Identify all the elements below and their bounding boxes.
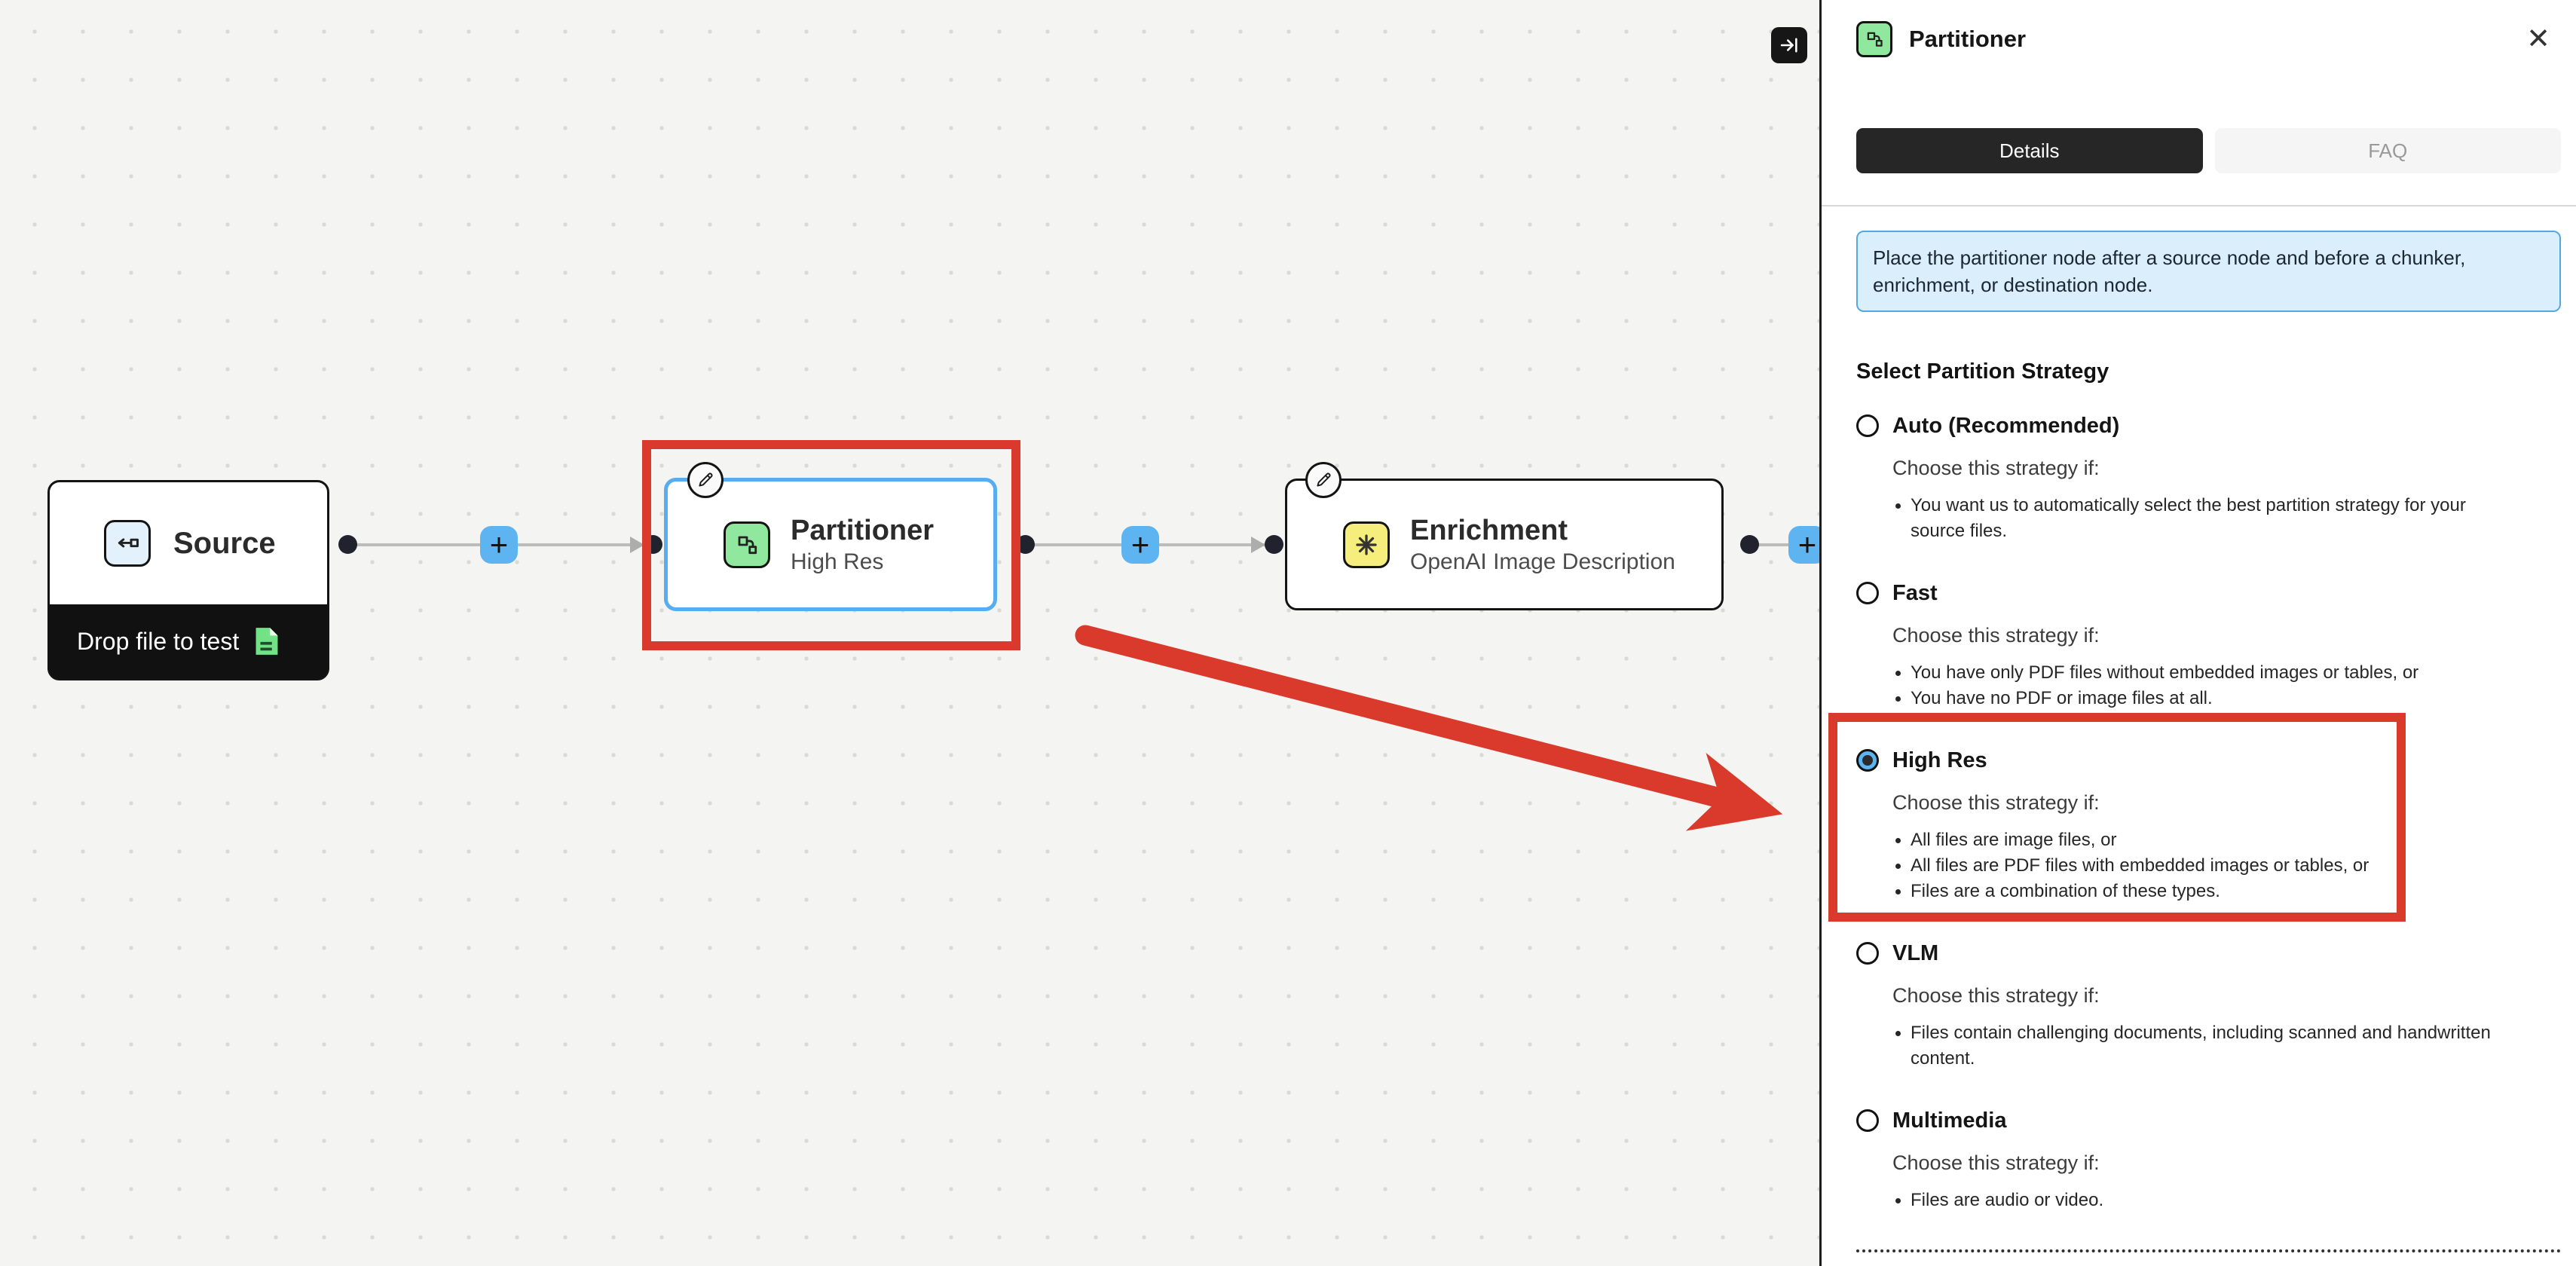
pencil-icon	[699, 472, 713, 487]
strategy-name: Fast	[1892, 581, 1938, 605]
source-icon	[104, 520, 151, 567]
strategy-option-multimedia: Multimedia Choose this strategy if: File…	[1856, 1108, 2561, 1213]
strategy-list: Auto (Recommended) Choose this strategy …	[1828, 413, 2561, 1213]
strategy-bullet: All files are PDF files with embedded im…	[1911, 853, 2506, 879]
strategy-name: High Res	[1892, 748, 1987, 772]
panel-header: Partitioner ✕	[1856, 21, 2561, 57]
strategy-bullet: You want us to automatically select the …	[1911, 493, 2506, 544]
strategy-row: High Res	[1856, 748, 2561, 773]
plus-icon: +	[1130, 527, 1150, 562]
strategy-bullet: Files are audio or video.	[1911, 1188, 2506, 1213]
strategy-bullets: You want us to automatically select the …	[1892, 493, 2561, 544]
close-icon: ✕	[2526, 23, 2550, 55]
source-node-title: Source	[173, 527, 276, 560]
strategy-name: Multimedia	[1892, 1109, 2007, 1133]
panel-title: Partitioner	[1909, 26, 2027, 52]
connection-handle[interactable]	[1740, 535, 1759, 554]
strategy-name: Auto (Recommended)	[1892, 414, 2120, 438]
collapse-panel-icon	[1780, 38, 1797, 53]
close-panel-button[interactable]: ✕	[2526, 25, 2550, 54]
strategy-heading: Select Partition Strategy	[1856, 359, 2109, 384]
edge-arrowhead-icon	[630, 537, 644, 553]
strategy-bullets: Files are audio or video.	[1892, 1188, 2561, 1213]
add-node-button[interactable]: +	[480, 526, 518, 564]
strategy-option-vlm: VLM Choose this strategy if: Files conta…	[1856, 940, 2561, 1072]
strategy-bullets: You have only PDF files without embedded…	[1892, 660, 2561, 711]
choose-label: Choose this strategy if:	[1892, 1151, 2100, 1174]
edge-arrowhead-icon	[1251, 537, 1265, 553]
strategy-bullet: All files are image files, or	[1911, 827, 2506, 853]
add-node-button[interactable]: +	[1121, 526, 1159, 564]
partitioner-node-subtitle: High Res	[791, 549, 884, 574]
choose-label: Choose this strategy if:	[1892, 791, 2100, 814]
radio-vlm[interactable]	[1856, 942, 1879, 965]
radio-auto[interactable]	[1856, 414, 1879, 437]
radio-fast[interactable]	[1856, 582, 1879, 604]
enrichment-node[interactable]: Enrichment OpenAI Image Description	[1285, 479, 1724, 610]
tab-details[interactable]: Details	[1856, 128, 2203, 173]
tab-faq[interactable]: FAQ	[2214, 128, 2561, 173]
pencil-icon	[1317, 472, 1331, 487]
collapse-panel-button[interactable]	[1771, 27, 1807, 63]
partitioner-icon	[724, 521, 770, 568]
edit-node-button[interactable]	[687, 462, 724, 498]
dotted-divider	[1856, 1249, 2561, 1252]
strategy-name: VLM	[1892, 941, 1939, 965]
strategy-row: VLM	[1856, 940, 2561, 966]
strategy-bullet: You have no PDF or image files at all.	[1911, 686, 2506, 711]
strategy-bullet: Files are a combination of these types.	[1911, 879, 2506, 904]
file-icon	[255, 628, 278, 655]
drop-file-badge[interactable]: Drop file to test	[50, 604, 327, 678]
plus-icon: +	[1797, 527, 1817, 562]
source-node[interactable]: Source Drop file to test	[47, 480, 329, 680]
radio-multimedia[interactable]	[1856, 1109, 1879, 1132]
partitioner-icon	[1856, 21, 1892, 57]
enrichment-node-subtitle: OpenAI Image Description	[1410, 549, 1675, 574]
partitioner-node-title: Partitioner	[791, 514, 935, 546]
drop-file-label: Drop file to test	[77, 627, 240, 655]
strategy-row: Auto (Recommended)	[1856, 413, 2561, 439]
strategy-bullet: Files contain challenging documents, inc…	[1911, 1020, 2506, 1072]
edge-enrichment-next	[1749, 543, 1810, 546]
connection-handle[interactable]	[338, 535, 357, 554]
divider	[1822, 205, 2576, 206]
enrichment-node-title: Enrichment	[1410, 514, 1568, 546]
partitioner-node[interactable]: Partitioner High Res	[664, 478, 997, 611]
choose-label: Choose this strategy if:	[1892, 984, 2100, 1007]
panel-tabs: Details FAQ	[1856, 128, 2561, 173]
strategy-bullets: All files are image files, or All files …	[1892, 827, 2561, 904]
plus-icon: +	[489, 527, 509, 562]
choose-label: Choose this strategy if:	[1892, 457, 2100, 479]
strategy-row: Fast	[1856, 580, 2561, 606]
strategy-option-fast: Fast Choose this strategy if: You have o…	[1856, 580, 2561, 711]
strategy-option-auto: Auto (Recommended) Choose this strategy …	[1856, 413, 2561, 544]
strategy-bullet: You have only PDF files without embedded…	[1911, 660, 2506, 686]
info-banner: Place the partitioner node after a sourc…	[1856, 231, 2561, 312]
source-node-card[interactable]: Source	[50, 482, 327, 604]
info-banner-text: Place the partitioner node after a sourc…	[1873, 246, 2466, 296]
choose-label: Choose this strategy if:	[1892, 624, 2100, 647]
enrichment-icon	[1343, 521, 1390, 568]
connection-handle[interactable]	[644, 535, 662, 554]
edit-node-button[interactable]	[1305, 462, 1342, 498]
radio-high-res[interactable]	[1856, 749, 1879, 772]
node-settings-panel: Partitioner ✕ Details FAQ Place the part…	[1819, 0, 2576, 1266]
connection-handle[interactable]	[1016, 535, 1035, 554]
strategy-row: Multimedia	[1856, 1108, 2561, 1133]
strategy-bullets: Files contain challenging documents, inc…	[1892, 1020, 2561, 1072]
connection-handle[interactable]	[1265, 535, 1283, 554]
strategy-option-high-res: High Res Choose this strategy if: All fi…	[1828, 713, 2561, 922]
